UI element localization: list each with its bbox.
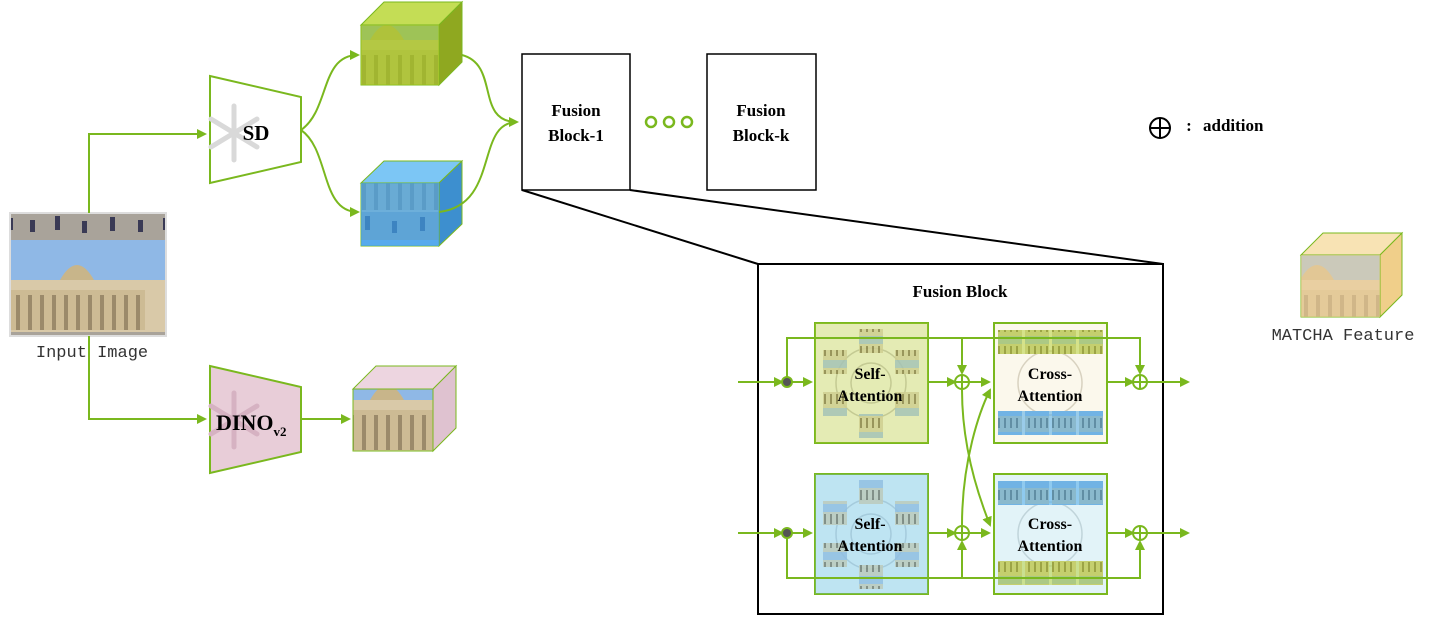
self-attention-bottom: Self- Attention [814,473,929,595]
cross-attention-top: Cross- Attention [993,322,1108,444]
sd-feature-cube-green [359,0,464,87]
dino-label: DINO [216,410,273,435]
fusion-block-k-line1: Fusion [736,101,786,120]
input-image [9,212,167,337]
cross-attention-bottom-line1: Cross- [1028,516,1072,533]
patch-tiles [998,481,1103,585]
split-dot [781,376,793,388]
detail-flow-lines [738,337,1190,579]
addition-icon [954,374,1148,541]
ellipsis-dots [644,115,694,129]
dino-subscript: v2 [273,424,286,439]
dino-feature-cube [351,364,458,453]
detail-nodes [781,374,1148,541]
fusion-block-k: Fusion Block-k [706,53,817,191]
input-to-dino-arrow [88,336,207,424]
matcha-feature-cube [1299,231,1404,319]
cross-attention-top-line2: Attention [1018,388,1083,405]
input-image-label: Input Image [36,344,148,363]
input-to-sd-arrow [88,129,207,213]
sd-feature-cube-blue [359,159,464,248]
fusion-block-detail-title: Fusion Block [913,282,1008,301]
fusion-block-1-line1: Fusion [551,101,601,120]
fusion-block-1: Fusion Block-1 [521,53,631,191]
legend-separator: : [1186,116,1192,135]
patch-tiles [998,330,1103,435]
cross-attention-bottom-line2: Attention [1018,538,1083,555]
sd-branch-arrows [300,50,360,217]
self-attention-top-line1: Self- [854,366,885,383]
fusion-block-k-line2: Block-k [733,126,790,145]
dino-encoder: DINOv2 [208,364,302,475]
cross-attention-top-line1: Cross- [1028,366,1072,383]
matcha-feature-label: MATCHA Feature [1272,327,1415,346]
patch-tiles [823,329,919,438]
patch-tiles [823,480,919,589]
legend-text: addition [1203,116,1264,135]
self-attention-bottom-line2: Attention [838,538,903,555]
svg-text:DINOv2: DINOv2 [216,410,286,439]
self-attention-top: Self- Attention [814,322,929,444]
addition-icon [1149,117,1171,139]
self-attention-bottom-line1: Self- [854,516,885,533]
self-attention-top-line2: Attention [838,388,903,405]
snowflake-icon [208,390,260,450]
snowflake-icon [208,103,260,163]
legend: : addition [1149,116,1264,139]
sd-encoder: SD [208,74,302,185]
sd-label: SD [243,121,270,145]
cross-attention-bottom: Cross- Attention [993,473,1108,595]
split-dot [781,527,793,539]
features-to-fusion-arrows [438,54,519,213]
fusion-block-1-line2: Block-1 [548,126,604,145]
zoom-lines [521,189,1164,265]
